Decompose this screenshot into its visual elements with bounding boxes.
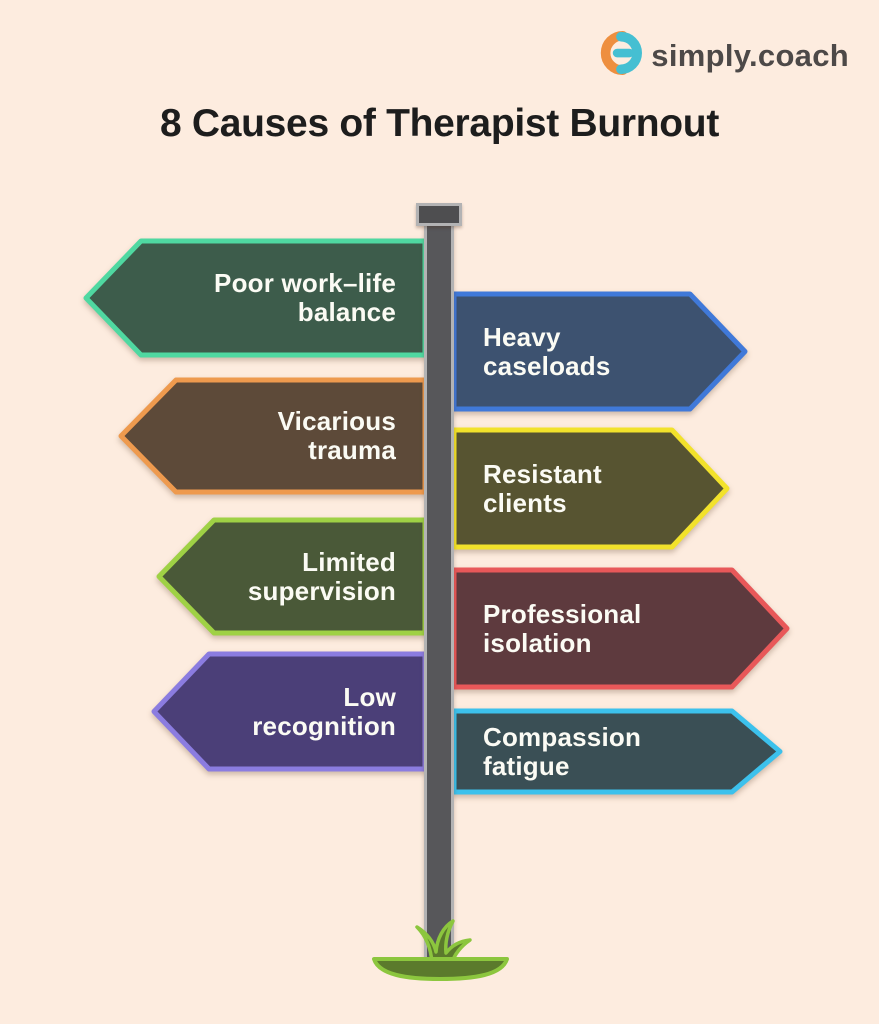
sign-vicarious-trauma: Vicarious trauma	[118, 377, 428, 495]
brand-name: simply.coach	[651, 37, 849, 73]
sign-label: Poor work–life balance	[214, 268, 396, 327]
sign-professional-isolation: Professional isolation	[451, 567, 790, 690]
sign-low-recognition: Low recognition	[151, 651, 428, 772]
signpost-pole	[424, 222, 454, 965]
sign-label: Low recognition	[252, 681, 396, 741]
sign-label: Limited supervision	[247, 546, 396, 606]
grass-mound-icon	[368, 915, 513, 988]
sign-label: Professional isolation	[483, 598, 642, 658]
simply-coach-logo-icon	[596, 30, 643, 81]
sign-compassion-fatigue: Compassion fatigue	[451, 708, 783, 795]
sign-label: Resistant clients	[483, 458, 602, 518]
sign-label: Vicarious trauma	[277, 406, 396, 465]
sign-poor-work-life-balance: Poor work–life balance	[83, 238, 428, 358]
sign-label: Compassion fatigue	[483, 721, 642, 781]
sign-label: Heavy caseloads	[483, 321, 611, 381]
signpost-pole-cap	[416, 203, 462, 226]
sign-heavy-caseloads: Heavy caseloads	[451, 291, 748, 412]
sign-limited-supervision: Limited supervision	[156, 517, 428, 636]
page-title: 8 Causes of Therapist Burnout	[159, 102, 720, 145]
sign-resistant-clients: Resistant clients	[451, 427, 730, 550]
brand-logo: simply.coach	[596, 30, 849, 81]
